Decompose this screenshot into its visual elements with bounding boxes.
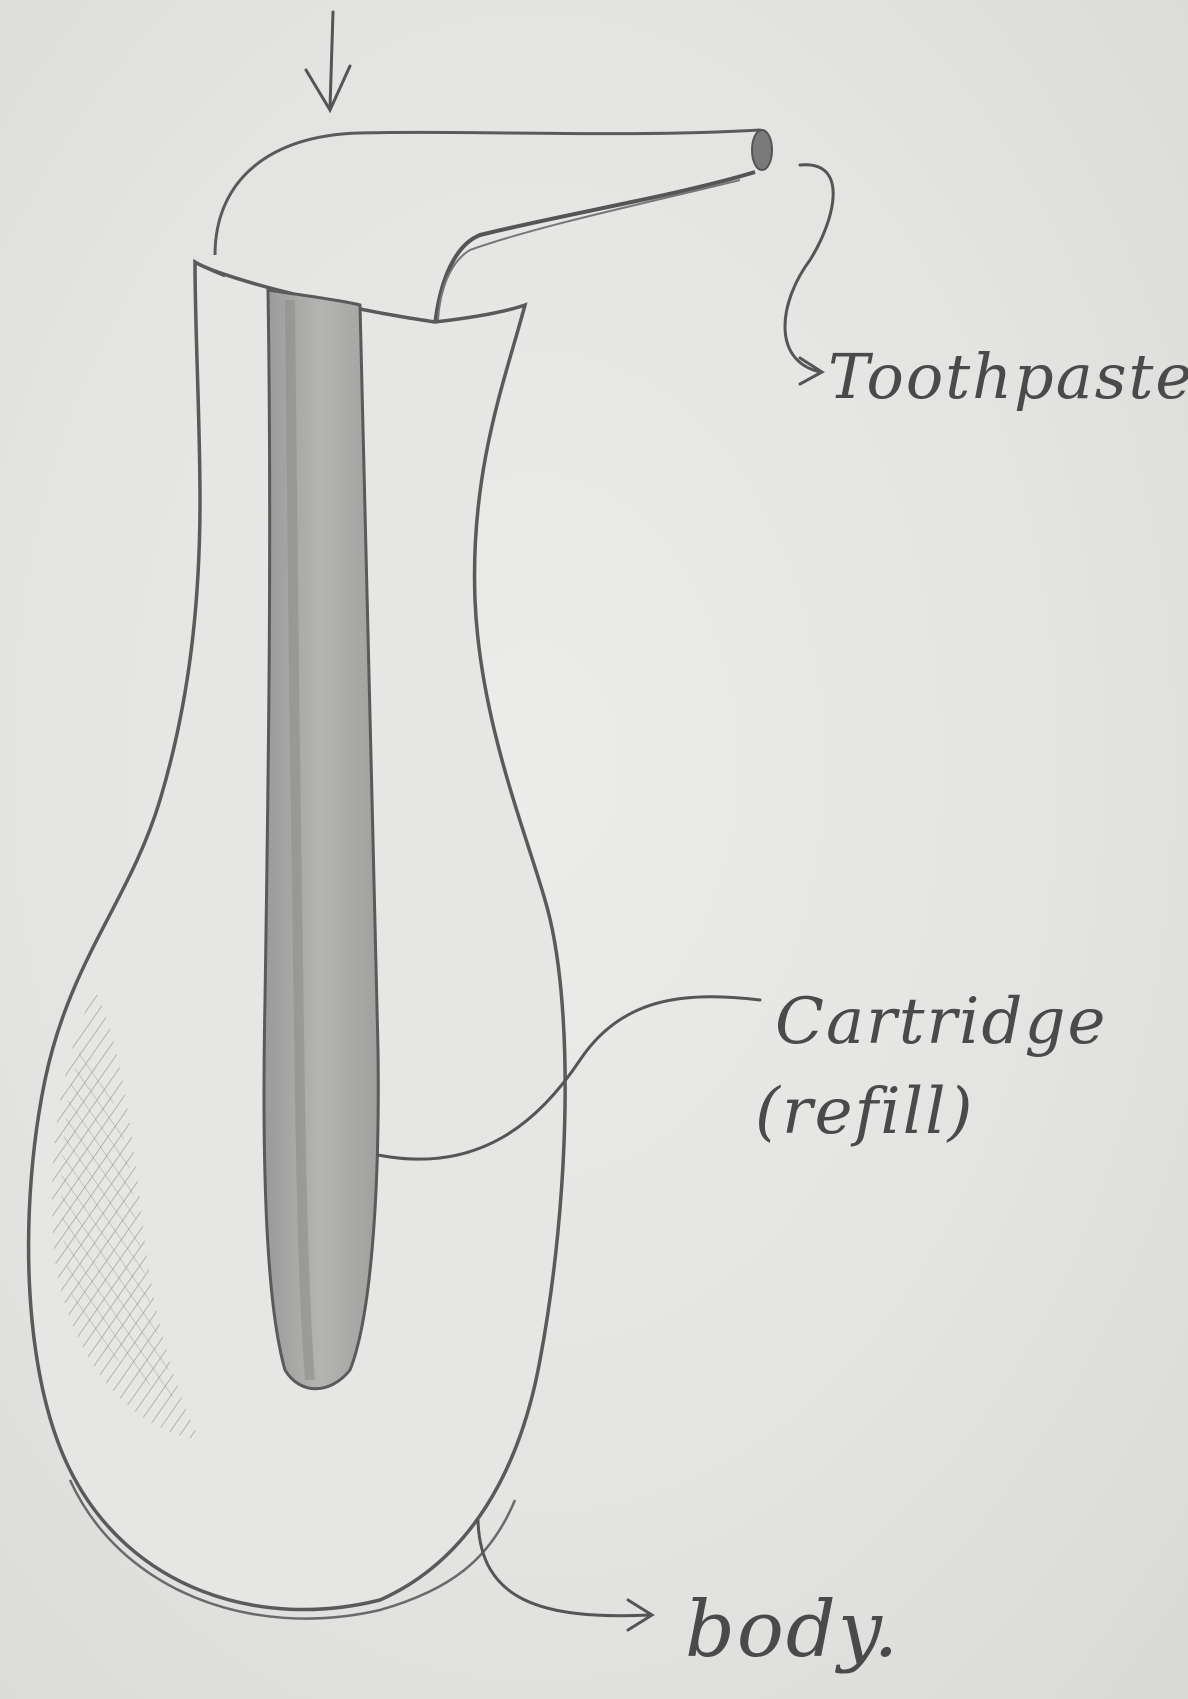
toothpaste-label: Toothpaste [828, 340, 1188, 413]
nozzle [435, 130, 772, 325]
cartridge-window [264, 290, 378, 1389]
refill-label: (refill) [755, 1080, 975, 1144]
cartridge-label: Cartridge [775, 990, 1107, 1054]
body-leader [478, 1520, 652, 1630]
body-label: body. [685, 1585, 900, 1675]
press-arrow [306, 12, 350, 110]
toothpaste-leader [785, 165, 833, 384]
